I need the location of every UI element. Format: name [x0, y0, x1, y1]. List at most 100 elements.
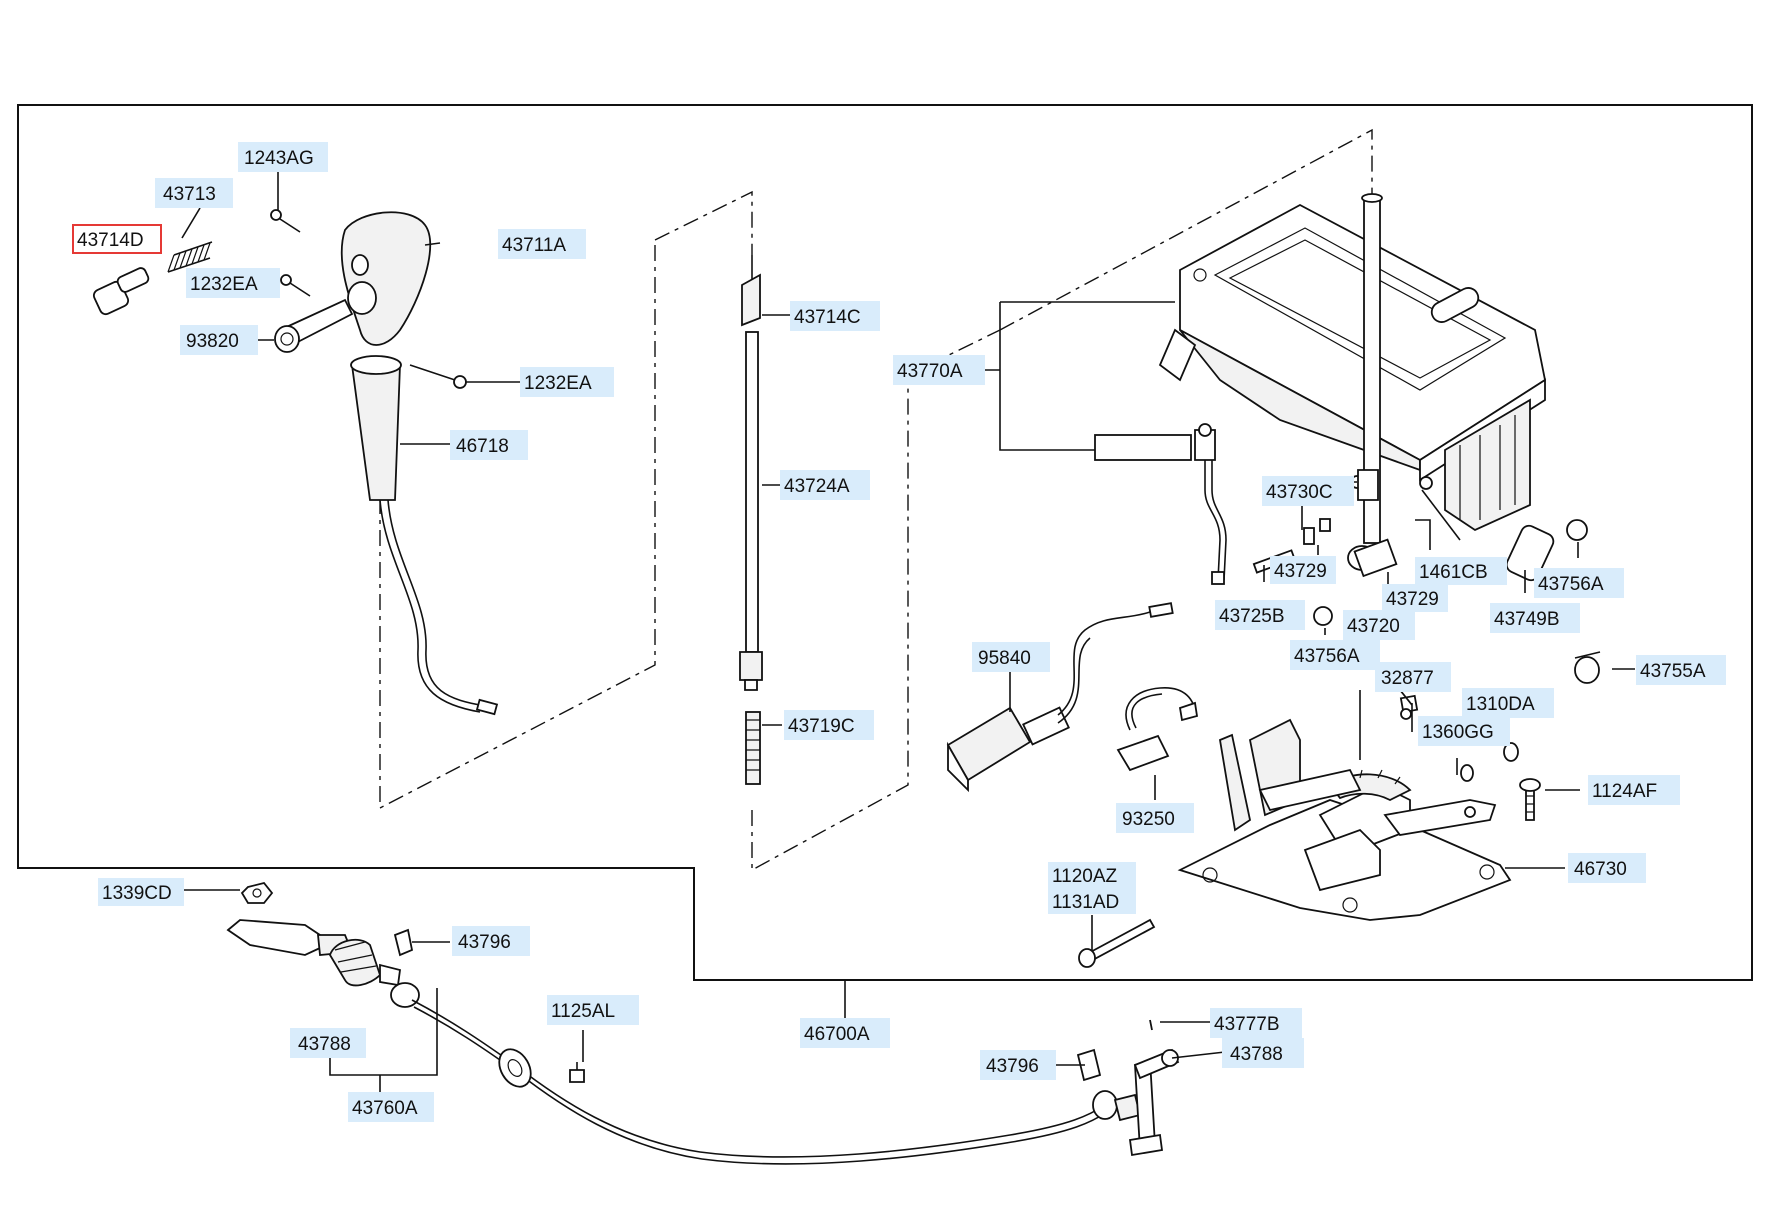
- label-43777B[interactable]: 43777B: [1210, 1008, 1302, 1038]
- label-1243AG-text: 1243AG: [244, 148, 314, 169]
- label-43713[interactable]: 43713: [155, 178, 233, 208]
- label-43730C[interactable]: 43730C: [1262, 476, 1354, 506]
- label-43711A[interactable]: 43711A: [498, 229, 586, 259]
- label-1232EA-a[interactable]: 1232EA: [186, 268, 280, 298]
- label-43729-b-text: 43729: [1386, 589, 1439, 610]
- shift-housing-assembly: [999, 193, 1601, 684]
- label-1243AG[interactable]: 1243AG: [238, 142, 328, 172]
- label-43788-b[interactable]: 43788: [1222, 1038, 1304, 1068]
- label-43720[interactable]: 43720: [1343, 610, 1415, 640]
- label-43725B-text: 43725B: [1219, 606, 1285, 627]
- label-93250[interactable]: 93250: [1116, 803, 1194, 833]
- label-43788-a-text: 43788: [298, 1034, 351, 1055]
- label-1232EA-b[interactable]: 1232EA: [520, 367, 614, 397]
- label-43755A-text: 43755A: [1640, 661, 1706, 682]
- label-1125AL-text: 1125AL: [551, 1001, 615, 1022]
- label-46730[interactable]: 46730: [1568, 853, 1646, 883]
- label-43770A-text: 43770A: [897, 361, 963, 382]
- label-46718-text: 46718: [456, 436, 509, 457]
- rod-cap-part: [741, 273, 761, 327]
- label-43711A-text: 43711A: [502, 235, 566, 256]
- label-46718[interactable]: 46718: [450, 430, 528, 460]
- label-1339CD-text: 1339CD: [102, 883, 172, 904]
- label-43770A[interactable]: 43770A: [893, 355, 985, 385]
- label-32877-text: 32877: [1381, 668, 1434, 689]
- label-43713-text: 43713: [163, 184, 216, 205]
- label-43796-a-text: 43796: [458, 932, 511, 953]
- label-93820-text: 93820: [186, 331, 239, 352]
- label-43760A[interactable]: 43760A: [348, 1092, 434, 1122]
- label-43777B-text: 43777B: [1214, 1014, 1280, 1035]
- label-43755A[interactable]: 43755A: [1636, 655, 1726, 685]
- label-1360GG[interactable]: 1360GG: [1418, 716, 1510, 746]
- label-43719C-text: 43719C: [788, 716, 855, 737]
- rod-end-part: [739, 651, 763, 681]
- label-1124AF[interactable]: 1124AF: [1588, 775, 1680, 805]
- rod-spring-part: [745, 711, 761, 785]
- knob-body-part: [340, 211, 432, 346]
- label-95840[interactable]: 95840: [972, 642, 1050, 672]
- label-1131AD[interactable]: 1131AD: [1048, 888, 1136, 914]
- label-95840-text: 95840: [978, 648, 1031, 669]
- solenoid-assembly: [946, 602, 1199, 793]
- bolts: [1078, 689, 1541, 968]
- label-43760A-text: 43760A: [352, 1098, 418, 1119]
- label-43756A-b-text: 43756A: [1294, 646, 1360, 667]
- label-1131AD-text: 1131AD: [1052, 892, 1119, 913]
- label-43788-a[interactable]: 43788: [290, 1028, 366, 1058]
- label-1310DA-text: 1310DA: [1466, 694, 1535, 715]
- base-plate-assembly: [1177, 718, 1512, 921]
- label-43719C[interactable]: 43719C: [784, 710, 874, 740]
- label-43724A-text: 43724A: [784, 476, 850, 497]
- label-43796-b[interactable]: 43796: [980, 1050, 1056, 1080]
- knob-button-part: [92, 267, 150, 316]
- label-43788-b-text: 43788: [1230, 1044, 1283, 1065]
- label-43796-b-text: 43796: [986, 1056, 1039, 1077]
- label-1120AZ-text: 1120AZ: [1052, 866, 1118, 887]
- rod-part: [745, 331, 759, 653]
- label-1461CB[interactable]: 1461CB: [1415, 557, 1507, 585]
- label-1120AZ[interactable]: 1120AZ: [1048, 862, 1136, 888]
- label-43714D[interactable]: 43714D: [72, 224, 162, 254]
- label-43724A[interactable]: 43724A: [780, 470, 870, 500]
- screw-1232ea-a-part: [280, 274, 311, 297]
- screw-1243ag-part: [270, 209, 301, 233]
- label-43714C-text: 43714C: [794, 307, 861, 328]
- label-1339CD[interactable]: 1339CD: [98, 878, 184, 906]
- cable-part: [411, 999, 1106, 1158]
- rod-assembly: [739, 255, 763, 785]
- label-43756A-a[interactable]: 43756A: [1534, 568, 1624, 598]
- label-46700A-text: 46700A: [804, 1024, 870, 1045]
- label-43729-a[interactable]: 43729: [1270, 556, 1336, 584]
- label-1232EA-b-text: 1232EA: [524, 373, 592, 394]
- label-32877[interactable]: 32877: [1375, 662, 1451, 692]
- button-rod-part: [274, 298, 354, 353]
- label-46730-text: 46730: [1574, 859, 1627, 880]
- label-43729-b[interactable]: 43729: [1382, 584, 1448, 612]
- label-93250-text: 93250: [1122, 809, 1175, 830]
- label-43714C[interactable]: 43714C: [790, 301, 880, 331]
- label-1232EA-a-text: 1232EA: [190, 274, 258, 295]
- label-43756A-b[interactable]: 43756A: [1290, 640, 1380, 670]
- label-1360GG-text: 1360GG: [1422, 722, 1494, 743]
- spring-part: [167, 241, 213, 273]
- label-1310DA[interactable]: 1310DA: [1462, 688, 1554, 718]
- label-43749B[interactable]: 43749B: [1490, 603, 1580, 633]
- cable-assembly: [226, 881, 1180, 1165]
- label-43725B[interactable]: 43725B: [1215, 600, 1305, 630]
- label-1125AL[interactable]: 1125AL: [547, 995, 639, 1025]
- label-43720-text: 43720: [1347, 616, 1400, 637]
- label-43729-a-text: 43729: [1274, 561, 1327, 582]
- label-43730C-text: 43730C: [1266, 482, 1333, 503]
- knob-wire: [379, 499, 481, 713]
- screw-1232ea-b-part: [409, 364, 467, 389]
- label-1461CB-text: 1461CB: [1419, 562, 1488, 583]
- label-46700A[interactable]: 46700A: [800, 1018, 890, 1048]
- label-43796-a[interactable]: 43796: [452, 926, 530, 956]
- label-1124AF-text: 1124AF: [1592, 781, 1657, 802]
- assembly-frame: [17, 104, 1753, 981]
- shift-knob-assembly: [92, 209, 499, 716]
- label-43714D-text: 43714D: [77, 230, 144, 251]
- label-93820[interactable]: 93820: [180, 325, 258, 355]
